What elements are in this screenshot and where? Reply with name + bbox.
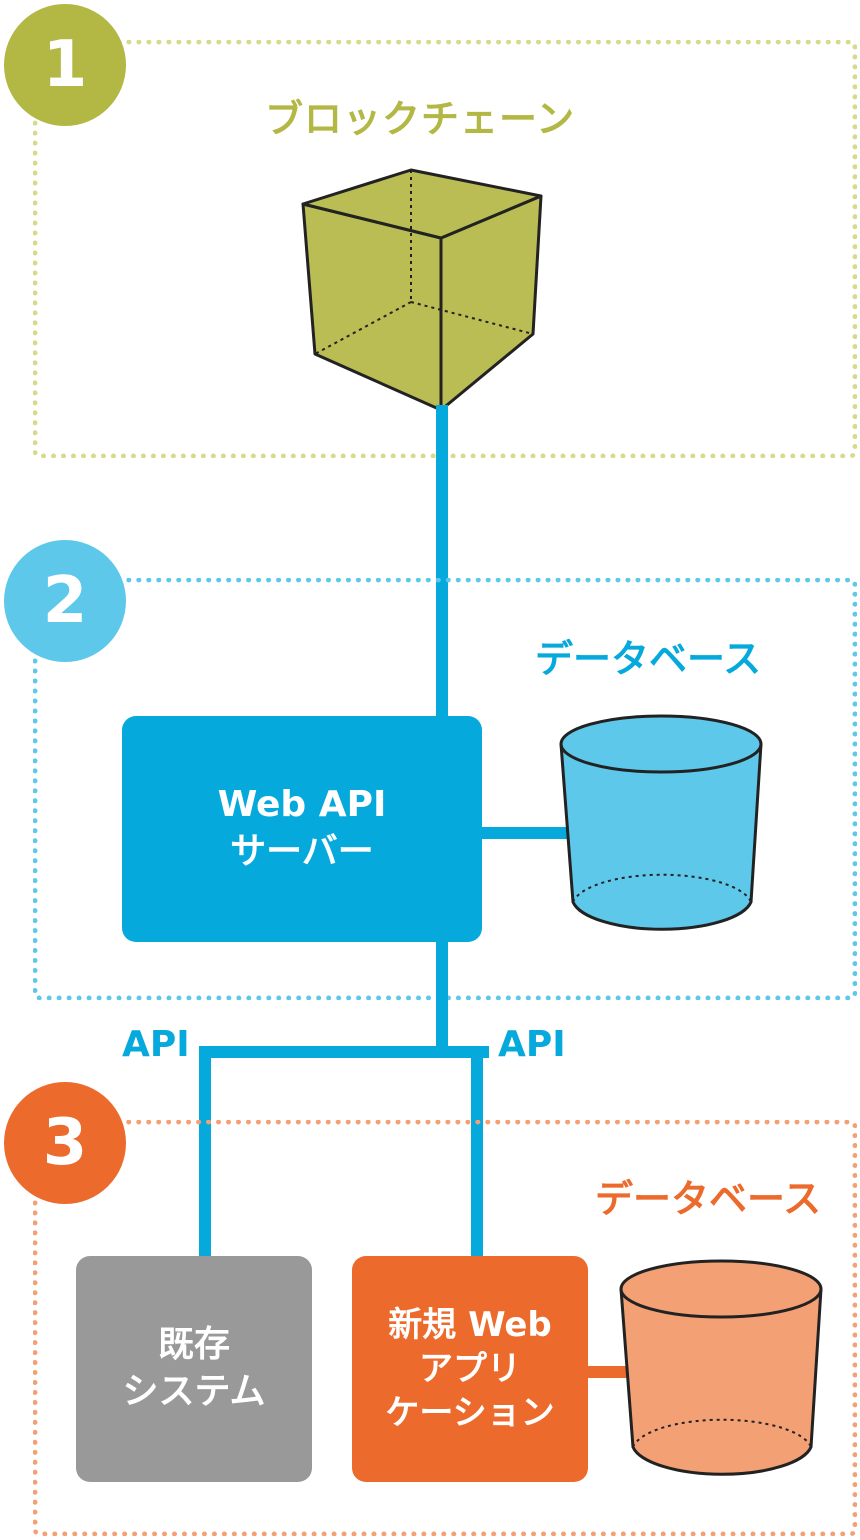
section-1-number: 1 <box>42 28 88 102</box>
new-web-app-line3: ケーション <box>385 1393 555 1434</box>
section-apps-frame <box>33 1120 857 1536</box>
connector-server-db <box>480 827 570 839</box>
web-api-server-node: Web API サーバー <box>122 716 482 942</box>
connector-app-db <box>586 1366 634 1378</box>
api-label-left: API <box>122 1024 190 1065</box>
new-web-app-line2: アプリ <box>419 1348 521 1389</box>
web-api-server-line1: Web API <box>217 784 387 826</box>
existing-system-line2: システム <box>122 1371 266 1412</box>
section-1-title: ブロックチェーン <box>265 97 576 141</box>
existing-system-node: 既存 システム <box>76 1256 312 1482</box>
web-api-server-line2: サーバー <box>230 831 374 872</box>
section-3-badge: 3 <box>4 1082 126 1204</box>
api-label-right: API <box>498 1024 566 1065</box>
connector-branch-horizontal <box>199 1046 489 1058</box>
new-web-app-line1: 新規 Web <box>388 1304 552 1345</box>
cube-icon <box>301 168 543 412</box>
connector-blockchain-server <box>436 405 448 717</box>
section-3-title: データベース <box>595 1177 822 1221</box>
section-2-badge: 2 <box>4 540 126 662</box>
connector-branch-left <box>199 1046 211 1258</box>
connector-server-branch <box>436 940 448 1054</box>
section-2-title: データベース <box>535 637 762 681</box>
database-cylinder-icon <box>619 1259 823 1476</box>
connector-branch-right <box>471 1046 483 1258</box>
section-1-badge: 1 <box>4 4 126 126</box>
database-cylinder-icon <box>559 714 763 931</box>
section-3-number: 3 <box>42 1106 88 1180</box>
new-web-app-node: 新規 Web アプリ ケーション <box>352 1256 588 1482</box>
section-2-number: 2 <box>42 564 88 638</box>
existing-system-line1: 既存 <box>157 1324 230 1366</box>
